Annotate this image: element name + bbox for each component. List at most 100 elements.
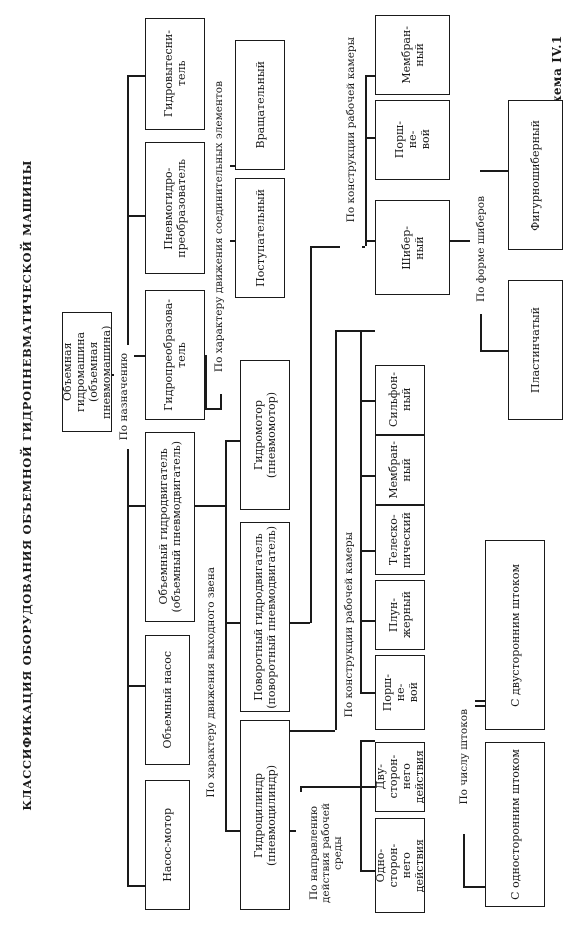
connector xyxy=(290,622,310,624)
connector xyxy=(225,830,240,832)
label-by-vane-shape: По форме шиберов xyxy=(470,185,492,314)
pump-text: Объемный насос xyxy=(161,651,174,749)
connector xyxy=(360,330,362,692)
pump-motor-node: Насос-мотор xyxy=(145,780,190,910)
label-by-chamber-design-1: По конструкции рабочей камеры xyxy=(338,505,360,744)
plunger-text: Плун- жерный xyxy=(387,591,413,639)
hydraulic-motor-node: Объемный гидродвигатель (объемный пневмо… xyxy=(145,432,195,622)
label-by-chamber-design-1-text: По конструкции рабочей камеры xyxy=(343,531,355,718)
connector xyxy=(127,355,145,357)
piston-text-1: Порш- не- вой xyxy=(380,673,420,712)
connector xyxy=(225,440,227,830)
connector xyxy=(205,355,207,410)
double-rod-node: С двусторонним штоком xyxy=(485,540,545,730)
connector xyxy=(310,246,365,248)
double-rod-text: С двусторонним штоком xyxy=(508,563,522,707)
connector xyxy=(290,730,335,732)
piston-text-2: Порш- не- вой xyxy=(393,121,432,159)
rotary-motor-text: Поворотный гидродвигатель (поворотный пн… xyxy=(252,525,278,709)
single-rod-text: С односторонним штоком xyxy=(508,749,522,900)
double-acting-text: Дву- сторон- него действия xyxy=(374,750,426,804)
connector xyxy=(360,740,375,742)
connector xyxy=(360,620,375,622)
hydromotor-node: Гидромотор (пневмомотор) xyxy=(240,360,290,510)
connector xyxy=(290,830,300,832)
membrane-text-2: Мембран- ный xyxy=(399,26,426,84)
cylinder-text: Гидроцилиндр (пневмоцилиндр) xyxy=(252,764,278,866)
label-by-chamber-design-2-text: По конструкции рабочей камеры xyxy=(345,36,357,223)
connector xyxy=(360,550,375,552)
connector xyxy=(450,240,480,242)
rotary-motor-node: Поворотный гидродвигатель (поворотный пн… xyxy=(240,522,290,712)
connector xyxy=(463,886,485,888)
connector xyxy=(360,786,362,871)
connector xyxy=(127,505,145,507)
piston-node-1: Порш- не- вой xyxy=(375,655,425,730)
converter-node: Гидропреобразова- тель xyxy=(145,290,205,420)
label-by-purpose-text: По назначению xyxy=(118,353,130,441)
single-acting-node: Одно- сторон- него действия xyxy=(374,818,426,913)
plate-node: Пластинчатый xyxy=(508,280,563,420)
connector xyxy=(225,440,240,442)
pneumohydro-converter-text: Пневмогидро- преобразователь xyxy=(162,158,188,258)
label-by-fluid-direction: По направлению действия рабочей среды xyxy=(296,792,356,914)
label-by-rod-count: По числу штоков xyxy=(453,680,475,834)
connector xyxy=(127,75,145,77)
displacer-node: Гидровытесни- тель xyxy=(145,18,205,130)
pump-motor-text: Насос-мотор xyxy=(161,808,174,882)
hydraulic-motor-text: Объемный гидродвигатель (объемный пневмо… xyxy=(157,441,183,613)
double-acting-node: Дву- сторон- него действия xyxy=(374,742,426,812)
diagram-title-text: КЛАССИФИКАЦИЯ ОБОРУДОВАНИЯ ОБЪЕМНОЙ ГИДР… xyxy=(20,159,34,811)
pneumohydro-converter-node: Пневмогидро- преобразователь xyxy=(145,142,205,274)
membrane-text-1: Мембран- ный xyxy=(387,441,413,499)
label-by-output-motion-text: По характеру движения выходного звена xyxy=(205,566,217,798)
connector xyxy=(205,408,220,410)
bellows-node: Сильфон- ный xyxy=(375,365,425,435)
label-by-vane-shape-text: По форме шиберов xyxy=(475,196,487,303)
connector xyxy=(335,330,375,332)
piston-node-2: Порш- не- вой xyxy=(375,100,450,180)
connector xyxy=(225,622,240,624)
membrane-node-1: Мембран- ный xyxy=(375,435,425,505)
label-by-chamber-design-2: По конструкции рабочей камеры xyxy=(340,10,362,249)
connector xyxy=(365,137,375,139)
translational-node: Поступательный xyxy=(235,178,285,298)
membrane-node-2: Мембран- ный xyxy=(375,15,450,95)
root-node-text: Объемная гидромашина (объемная пневмомаш… xyxy=(61,325,113,419)
pump-node: Объемный насос xyxy=(145,635,190,765)
connector xyxy=(480,350,508,352)
connector xyxy=(335,330,337,730)
label-by-fluid-direction-text: По направлению действия рабочей среды xyxy=(308,802,344,904)
connector xyxy=(360,475,375,477)
shaped-vane-text: Фигурношиберный xyxy=(529,119,542,231)
connector xyxy=(365,75,367,246)
connector xyxy=(127,75,129,885)
connector xyxy=(360,740,362,788)
translational-text: Поступательный xyxy=(253,189,267,287)
connector xyxy=(360,870,375,872)
single-rod-node: С односторонним штоком xyxy=(485,742,545,907)
label-by-purpose: По назначению xyxy=(114,345,134,449)
connector xyxy=(365,75,375,77)
connector xyxy=(127,215,145,217)
rotational-text: Вращательный xyxy=(253,61,267,149)
connector xyxy=(463,700,493,702)
connector xyxy=(195,505,225,507)
telescopic-node: Телеско- пический xyxy=(375,505,425,575)
plate-text: Пластинчатый xyxy=(529,306,542,394)
connector xyxy=(365,240,375,242)
connector xyxy=(480,170,508,172)
connector xyxy=(127,885,145,887)
label-by-connecting-motion-text: По характеру движения соединительных эле… xyxy=(213,81,225,373)
diagram-title: КЛАССИФИКАЦИЯ ОБОРУДОВАНИЯ ОБЪЕМНОЙ ГИДР… xyxy=(12,140,42,830)
single-acting-text: Одно- сторон- него действия xyxy=(374,838,426,893)
telescopic-text: Телеско- пический xyxy=(387,511,413,569)
converter-text: Гидропреобразова- тель xyxy=(162,299,188,411)
vane-text: Шибер- ный xyxy=(399,225,426,270)
rotational-node: Вращательный xyxy=(235,40,285,170)
connector xyxy=(300,786,375,788)
hydromotor-text: Гидромотор (пневмомотор) xyxy=(252,391,278,479)
connector xyxy=(310,246,312,623)
plunger-node: Плун- жерный xyxy=(375,580,425,650)
